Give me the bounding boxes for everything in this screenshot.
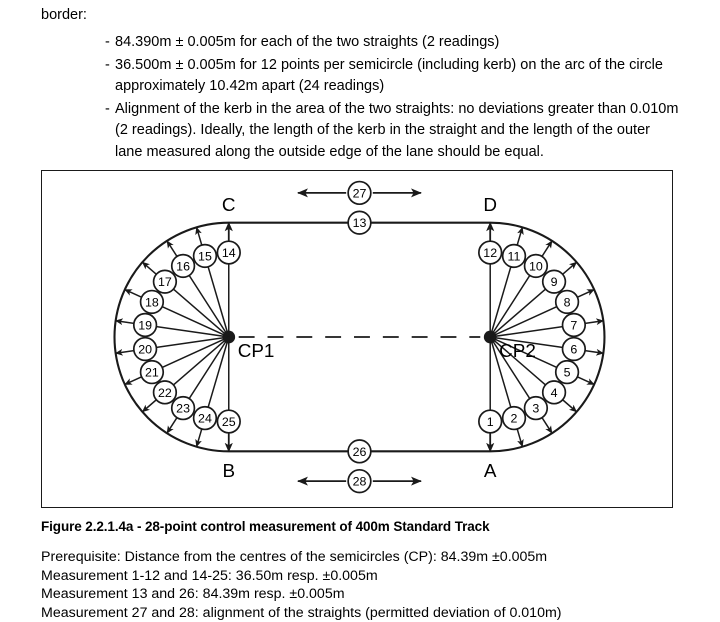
point-badge-19: 19 [132, 312, 158, 338]
point-number-label: 3 [532, 402, 539, 416]
point-badge-9: 9 [541, 269, 567, 294]
point-number-label: 15 [198, 249, 212, 263]
point-number-label: 17 [158, 275, 172, 289]
note-line: Measurement 13 and 26: 84.39m resp. ±0.0… [41, 586, 345, 603]
point-number-label: 1 [487, 415, 494, 429]
intro-text-block: border: -84.390m ± 0.005m for each of th… [41, 0, 681, 164]
point-badge-4: 4 [541, 380, 567, 405]
point-number-label: 11 [508, 249, 521, 263]
point-badge-15: 15 [192, 243, 218, 269]
point-number-label: 28 [353, 475, 367, 489]
point-number-label: 5 [564, 366, 571, 380]
point-number-label: 22 [158, 386, 172, 400]
bullet-text: Alignment of the kerb in the area of the… [115, 100, 679, 160]
point-number-label: 20 [138, 343, 152, 357]
point-number-label: 10 [529, 259, 543, 273]
point-badge-14: 14 [216, 240, 241, 265]
point-badge-25: 25 [216, 409, 241, 434]
point-number-label: 2 [511, 412, 518, 426]
intro-lead-line: border: [41, 7, 87, 23]
note-line: Measurement 27 and 28: alignment of the … [41, 604, 562, 621]
point-badge-22: 22 [152, 380, 178, 405]
point-number-label: 9 [551, 275, 558, 289]
corner-label-a: A [484, 461, 497, 482]
point-badge-1: 1 [478, 409, 503, 434]
point-number-label: 26 [353, 445, 367, 459]
bullet-dash: - [105, 100, 110, 117]
centre-label-cp1: CP1 [238, 341, 275, 362]
point-number-label: 7 [570, 318, 577, 332]
note-line: Measurement 1-12 and 14-25: 36.50m resp.… [41, 567, 378, 584]
point-number-label: 4 [551, 386, 558, 400]
point-number-label: 8 [564, 295, 571, 309]
requirements-bullet-list: -84.390m ± 0.005m for each of the two st… [41, 32, 681, 163]
point-badge-23: 23 [170, 395, 196, 421]
point-badge-24: 24 [192, 405, 218, 431]
point-number-label: 13 [353, 216, 367, 230]
point-number-label: 21 [145, 366, 159, 380]
point-badge-20: 20 [132, 336, 158, 362]
note-line: Prerequisite: Distance from the centres … [41, 549, 548, 565]
diagram-labels: CP1 CP2 C D B A [222, 195, 536, 482]
corner-label-c: C [222, 195, 236, 216]
point-number-label: 25 [222, 415, 236, 429]
bullet-text: 84.390m ± 0.005m for each of the two str… [115, 34, 500, 50]
point-badge-17: 17 [152, 269, 178, 294]
point-number-label: 18 [145, 295, 159, 309]
point-badge-28: 28 [347, 468, 372, 494]
point-badge-3: 3 [523, 395, 549, 421]
point-badge-16: 16 [170, 253, 196, 279]
bullet-text: 36.500m ± 0.005m for 12 points per semic… [115, 56, 663, 95]
point-number-label: 23 [176, 402, 190, 416]
point-badge-8: 8 [554, 289, 580, 315]
point-number-label: 24 [198, 412, 212, 426]
point-badge-13: 13 [347, 210, 372, 235]
point-number-label: 12 [483, 246, 497, 260]
point-badge-7: 7 [561, 312, 587, 338]
point-badge-12: 12 [478, 240, 503, 265]
bullet-dash: - [105, 34, 110, 50]
point-badge-26: 26 [347, 439, 372, 464]
point-number-label: 14 [222, 246, 236, 260]
requirement-bullet: -36.500m ± 0.005m for 12 points per semi… [41, 55, 681, 98]
point-badge-11: 11 [501, 243, 527, 269]
requirement-bullet: -Alignment of the kerb in the area of th… [41, 99, 681, 164]
point-number-label: 19 [138, 318, 152, 332]
point-badge-6: 6 [561, 336, 587, 362]
point-badge-2: 2 [501, 405, 527, 431]
point-number-label: 27 [353, 186, 367, 200]
requirement-bullet: -84.390m ± 0.005m for each of the two st… [41, 32, 681, 54]
point-badge-18: 18 [139, 289, 165, 315]
point-badge-10: 10 [523, 253, 549, 279]
point-badge-27: 27 [347, 180, 372, 206]
point-number-label: 6 [570, 343, 577, 357]
corner-label-d: D [483, 195, 497, 216]
corner-label-b: B [222, 461, 235, 482]
point-number-label: 16 [176, 259, 190, 273]
figure-caption: Figure 2.2.1.4a - 28-point control measu… [41, 519, 490, 534]
measurement-notes: Prerequisite: Distance from the centres … [41, 548, 701, 622]
centre-label-cp2: CP2 [499, 341, 536, 362]
point-badge-21: 21 [139, 359, 165, 385]
bullet-dash: - [105, 56, 110, 73]
point-badge-5: 5 [554, 359, 580, 385]
